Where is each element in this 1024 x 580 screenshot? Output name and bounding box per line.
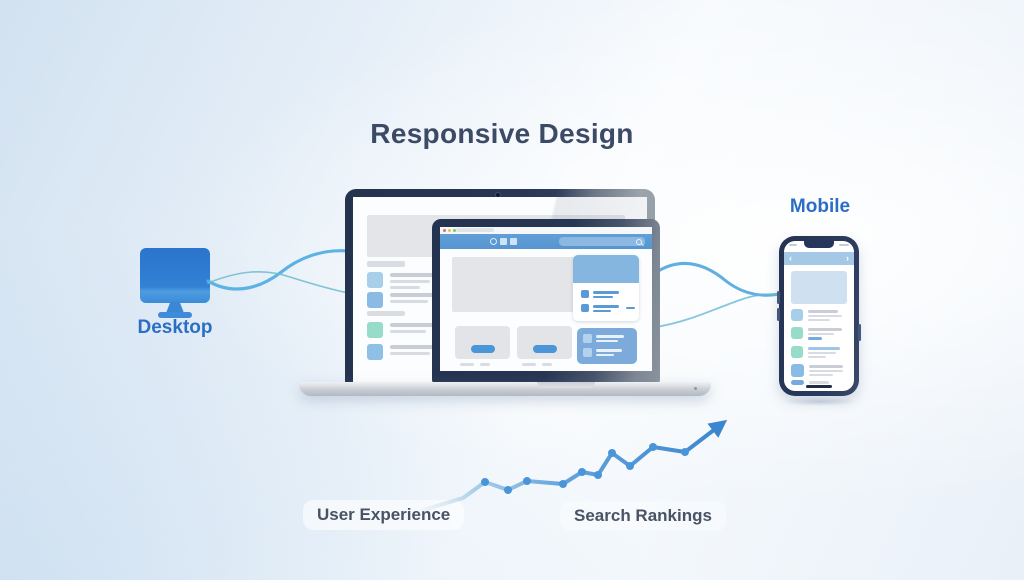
trend-dot [594, 471, 602, 479]
trend-dot [523, 477, 531, 485]
sidebar-card [573, 255, 639, 321]
card-row [581, 304, 619, 312]
card-row [581, 290, 619, 298]
forward-arrow-icon: › [846, 253, 849, 263]
thumbnail-placeholder [367, 322, 383, 338]
trend-dots [481, 443, 689, 494]
menu-icon [510, 238, 517, 245]
search-rankings-label: Search Rankings [560, 501, 726, 531]
caption-dash [480, 363, 490, 366]
list-row [791, 380, 829, 385]
feature-card [577, 328, 637, 364]
caption-dash [522, 363, 536, 366]
thumbnail-placeholder [367, 292, 383, 308]
trend-line [421, 419, 728, 512]
page-title: Responsive Design [370, 118, 634, 149]
desktop-label: Desktop [137, 317, 213, 338]
volume-button [777, 308, 780, 321]
window-control-dots [443, 229, 456, 232]
desktop-monitor-icon [140, 248, 210, 303]
list-row [367, 272, 436, 289]
maximize-dot-icon [453, 229, 456, 232]
phone-header-bar: ‹ › [784, 252, 854, 265]
section-bar [367, 311, 405, 316]
laptop-base [299, 382, 711, 396]
content-card [517, 326, 572, 359]
thumbnail-placeholder [367, 344, 383, 360]
mobile-label: Mobile [789, 196, 851, 217]
phone-shadow [783, 397, 857, 406]
caption-dash [542, 363, 552, 366]
card-dash [626, 307, 635, 309]
list-row [367, 292, 434, 308]
volume-button [777, 291, 780, 304]
wave-laptop-mobile-thick [653, 262, 782, 297]
list-row [791, 364, 843, 377]
card-row [583, 334, 624, 343]
wave-desktop-laptop-thin [207, 270, 349, 294]
wave-desktop-laptop-thick [206, 249, 351, 291]
trend-dot [559, 480, 567, 488]
status-icons-placeholder [839, 244, 849, 246]
hero-placeholder [791, 271, 847, 304]
button-placeholder [470, 345, 495, 353]
power-button [858, 324, 861, 341]
button-placeholder [532, 345, 557, 353]
status-time-placeholder [789, 244, 797, 246]
laptop-lid-notch [537, 382, 595, 388]
trend-dot [681, 448, 689, 456]
url-bar [456, 228, 494, 232]
search-field [559, 237, 645, 246]
close-dot-icon [443, 229, 446, 232]
trend-dot [649, 443, 657, 451]
content-card [455, 326, 510, 359]
base-detail-dot [694, 387, 697, 390]
wave-laptop-mobile-thin [655, 293, 781, 328]
apps-icon [500, 238, 507, 245]
home-indicator [806, 385, 832, 388]
trend-dot [608, 449, 616, 457]
monitor-base [158, 312, 192, 318]
search-icon [636, 239, 642, 245]
browser-titlebar [440, 227, 652, 234]
trend-dot [626, 462, 634, 470]
list-row [791, 309, 842, 321]
section-bar [367, 261, 405, 267]
phone-notch [804, 241, 834, 248]
list-row [367, 344, 434, 360]
thumbnail-placeholder [367, 272, 383, 288]
trend-dot [578, 468, 586, 476]
card-row [583, 348, 622, 357]
card-header-placeholder [573, 255, 639, 283]
toolbar-icons [490, 238, 517, 245]
monitor-stand [166, 302, 184, 313]
list-row [367, 322, 436, 338]
user-experience-label: User Experience [303, 500, 465, 530]
trend-dot [481, 478, 489, 486]
tablet-screen [440, 227, 652, 371]
hero-placeholder [452, 257, 577, 312]
trend-dot [504, 486, 512, 494]
list-row [791, 327, 842, 340]
phone-screen: ‹ › [784, 241, 854, 391]
home-icon [490, 238, 497, 245]
minimize-dot-icon [448, 229, 451, 232]
browser-toolbar [440, 234, 652, 249]
caption-dash [460, 363, 474, 366]
list-row [791, 346, 840, 358]
mobile-device: ‹ › [777, 236, 861, 396]
back-arrow-icon: ‹ [789, 253, 792, 263]
tablet-device [432, 219, 660, 383]
